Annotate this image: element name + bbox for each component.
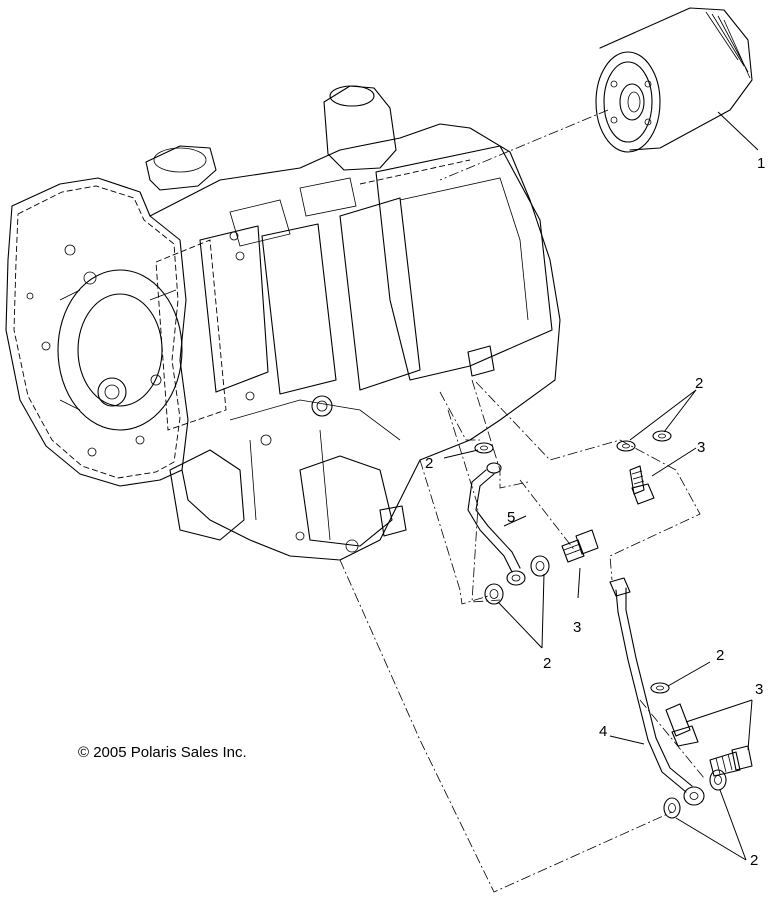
callout-washers-upper-right: 2 — [695, 375, 703, 392]
lower-oil-line-part — [609, 577, 705, 806]
callout-filter: 1 — [757, 155, 765, 172]
callout-bolts-lower: 3 — [755, 681, 763, 698]
washer-lower — [650, 682, 670, 694]
washers-upper-right — [616, 430, 672, 452]
washer-upper-left — [474, 442, 494, 454]
upper-oil-line-part — [467, 462, 526, 586]
callout-washer-lower: 2 — [716, 647, 724, 664]
washers-middle — [484, 555, 550, 605]
engine-crankcase — [5, 85, 561, 561]
callout-washers-middle: 2 — [543, 655, 551, 672]
leader-lines — [443, 111, 759, 861]
bolt-upper-right — [629, 465, 655, 505]
callout-numbers: 1 2 2 3 5 3 2 2 3 4 2 — [425, 155, 765, 869]
callout-washers-bottom: 2 — [750, 852, 758, 869]
bolts-lower — [665, 703, 753, 777]
callout-bolt-upper-right: 3 — [697, 439, 705, 456]
assembly-centerlines — [339, 379, 705, 893]
callout-washer-upper-left: 2 — [425, 455, 433, 472]
bolt-middle — [561, 529, 599, 563]
callout-line-upper: 5 — [507, 509, 515, 526]
washers-bottom — [663, 769, 727, 819]
oil-filter-part — [595, 7, 753, 153]
callout-line-lower: 4 — [599, 723, 607, 740]
copyright-notice: © 2005 Polaris Sales Inc. — [78, 744, 247, 761]
callout-bolt-middle: 3 — [573, 619, 581, 636]
